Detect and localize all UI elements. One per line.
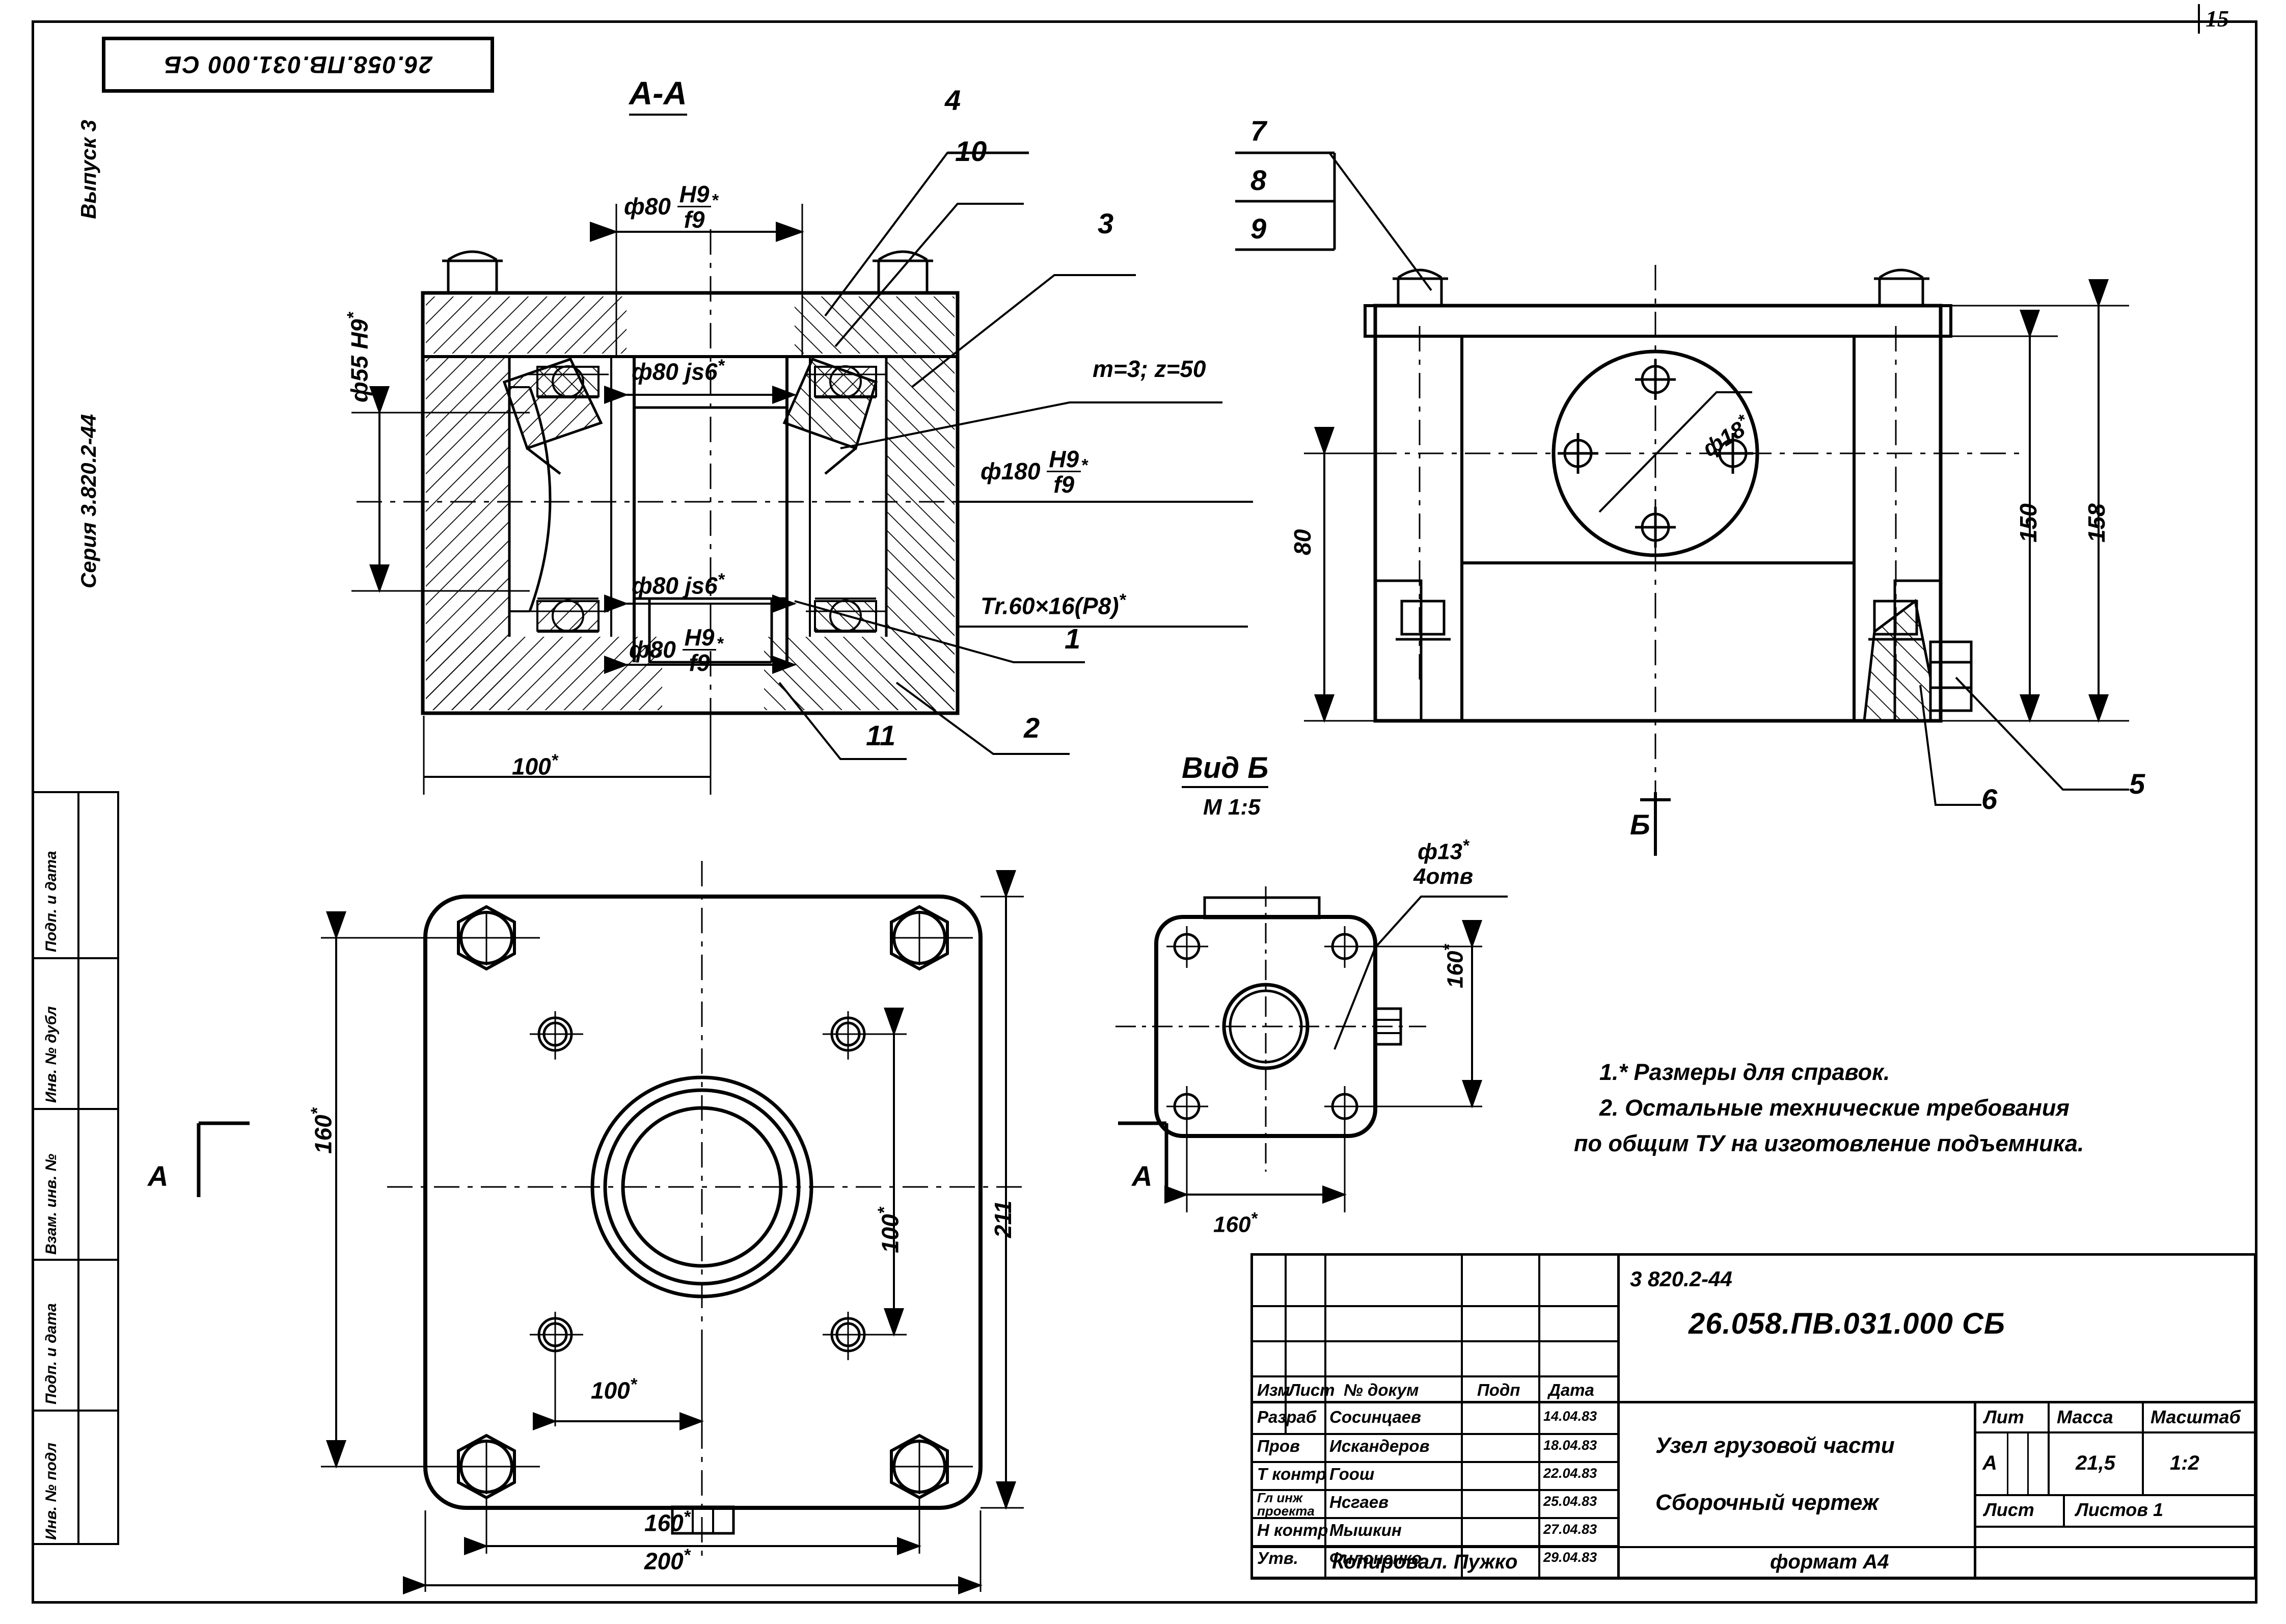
row-name-2: Гоош bbox=[1329, 1465, 1375, 1483]
masshtab-value: 1:2 bbox=[2170, 1452, 2199, 1474]
plan-bottom-geometry bbox=[197, 861, 1168, 1594]
callout-5: 5 bbox=[2129, 768, 2145, 800]
page-number-tick bbox=[2198, 4, 2200, 34]
dim-phi80-js6-bottom: ф80 js6* bbox=[632, 570, 725, 599]
callout-11: 11 bbox=[866, 719, 896, 751]
col-data: Дата bbox=[1548, 1381, 1594, 1399]
callout-7: 7 bbox=[1250, 115, 1267, 147]
dim-thread-tr60x16: Tr.60×16(P8)* bbox=[981, 590, 1126, 619]
callout-2: 2 bbox=[1024, 712, 1040, 744]
margin-cell-inv-podl: Инв. № подл bbox=[32, 1410, 119, 1545]
left-margin-table: Подп. и дата Инв. № дубл Взам. инв. № По… bbox=[32, 791, 119, 1545]
col-nomdok: № докум bbox=[1344, 1381, 1419, 1399]
callout-10: 10 bbox=[955, 135, 987, 167]
callout-6: 6 bbox=[1981, 783, 1998, 815]
header-lit: Лит bbox=[1984, 1406, 2024, 1427]
row-role-1: Пров bbox=[1257, 1437, 1300, 1455]
row-date-4: 27.04.83 bbox=[1543, 1522, 1597, 1537]
dim-100-plan-h: 100* bbox=[591, 1375, 637, 1404]
elevation-right-geometry bbox=[1235, 151, 2129, 856]
assembly-title-line2: Сборочный чертеж bbox=[1655, 1490, 1879, 1515]
view-b-title: Вид Б bbox=[1182, 752, 1269, 788]
col-list: Лист bbox=[1289, 1381, 1335, 1399]
callout-3: 3 bbox=[1098, 207, 1114, 239]
dim-160-viewb-h: 160* bbox=[1213, 1209, 1258, 1237]
dim-211-plan: 211 bbox=[990, 1200, 1016, 1238]
drawing-number: 26.058.ПВ.031.000 СБ bbox=[1689, 1307, 2005, 1340]
dim-100-plan-v: 100* bbox=[875, 1207, 904, 1253]
page-number: 15 bbox=[2206, 6, 2229, 32]
lit-value: А bbox=[1982, 1452, 1997, 1474]
massa-value: 21,5 bbox=[2076, 1452, 2115, 1474]
row-name-5: Филоненко bbox=[1329, 1549, 1422, 1567]
copied-by: Копировал. Пужко bbox=[1332, 1551, 1518, 1573]
dim-phi55-h9: ф55 H9* bbox=[344, 312, 373, 402]
listov-label: Листов 1 bbox=[2076, 1499, 2164, 1520]
dim-160-plan-bottom: 160* bbox=[644, 1507, 691, 1536]
section-aa-geometry bbox=[351, 151, 1253, 795]
header-massa: Масса bbox=[2057, 1406, 2113, 1427]
row-name-3: Нсгаев bbox=[1329, 1493, 1389, 1511]
note-line-2: 2. Остальные технические требования bbox=[1599, 1094, 2070, 1121]
row-role-2: Т контр bbox=[1257, 1465, 1326, 1483]
dim-phi13-4otv: ф13* 4отв bbox=[1413, 836, 1474, 889]
dim-158-elev: 158 bbox=[2083, 503, 2110, 543]
drawing-code-box: 26.058.ПВ.031.000 СБ bbox=[102, 37, 494, 93]
col-izm: Изм bbox=[1257, 1381, 1290, 1399]
view-b-scale: М 1:5 bbox=[1203, 795, 1261, 820]
dim-phi80-js6-top: ф80 js6* bbox=[632, 356, 725, 385]
dim-100-aa: 100* bbox=[512, 751, 558, 780]
technical-notes: 1.* Размеры для справок. 2. Остальные те… bbox=[1574, 1054, 2084, 1161]
header-masshtab: Масштаб bbox=[2151, 1406, 2241, 1427]
dim-80-elev: 80 bbox=[1289, 529, 1316, 555]
section-marker-a-left: А bbox=[148, 1160, 169, 1192]
row-role-5: Утв. bbox=[1257, 1549, 1298, 1567]
list-label: Лист bbox=[1984, 1499, 2034, 1520]
series-code: 3 820.2-44 bbox=[1630, 1267, 1732, 1291]
title-block: Изм Лист № докум Подп Дата Разраб Сосинц… bbox=[1250, 1253, 2256, 1579]
row-name-4: Мышкин bbox=[1329, 1521, 1402, 1539]
dim-gear-module: m=3; z=50 bbox=[1093, 356, 1206, 382]
row-name-0: Сосинцаев bbox=[1329, 1408, 1421, 1426]
section-marker-b: Б bbox=[1630, 808, 1650, 841]
row-role-3: Гл инж проекта bbox=[1257, 1490, 1315, 1519]
assembly-title-line1: Узел грузовой части bbox=[1655, 1433, 1895, 1458]
dim-160-viewb-v: 160* bbox=[1439, 944, 1468, 988]
section-aa-title: А-А bbox=[629, 75, 687, 116]
note-line-3: по общим ТУ на изготовление подъемника. bbox=[1574, 1130, 2084, 1156]
row-date-3: 25.04.83 bbox=[1543, 1494, 1597, 1509]
copy-format-row: Копировал. Пужко формат А4 bbox=[1250, 1546, 2256, 1580]
callout-9: 9 bbox=[1250, 212, 1267, 245]
row-date-1: 18.04.83 bbox=[1543, 1438, 1597, 1453]
row-role-0: Разраб bbox=[1257, 1408, 1317, 1426]
row-date-2: 22.04.83 bbox=[1543, 1466, 1597, 1481]
row-role-4: Н контр bbox=[1257, 1521, 1328, 1539]
row-name-1: Искандеров bbox=[1329, 1437, 1430, 1455]
note-line-1: 1.* Размеры для справок. bbox=[1599, 1059, 1890, 1085]
row-date-5: 29.04.83 bbox=[1543, 1550, 1597, 1565]
section-marker-a-right: А bbox=[1132, 1160, 1153, 1192]
callout-1: 1 bbox=[1065, 622, 1081, 655]
col-podp: Подп bbox=[1477, 1381, 1520, 1399]
callout-8: 8 bbox=[1250, 164, 1267, 196]
row-date-0: 14.04.83 bbox=[1543, 1409, 1597, 1424]
dim-150-elev: 150 bbox=[2015, 503, 2042, 543]
callout-4: 4 bbox=[945, 84, 961, 116]
view-b-geometry bbox=[1115, 886, 1508, 1212]
dim-160-plan-left: 160* bbox=[308, 1107, 337, 1154]
dim-200-plan-bottom: 200* bbox=[644, 1546, 691, 1575]
sheet-format: формат А4 bbox=[1770, 1551, 1889, 1573]
